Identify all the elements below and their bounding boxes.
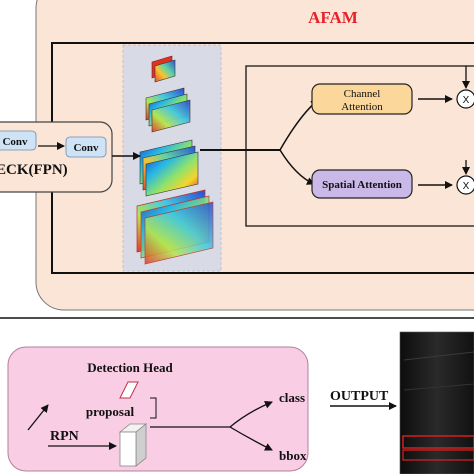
rpn-block [120,424,146,466]
detection-head-title: Detection Head [87,360,173,375]
proposal-label: proposal [86,404,135,419]
spatial-attention-label: Spatial Attention [322,179,402,191]
rpn-label: RPN [50,429,79,444]
class-label: class [279,390,305,405]
channel-multiply-symbol: X [463,95,470,106]
channel-attention-line1: Channel [344,88,381,100]
output-label: OUTPUT [330,389,389,404]
conv-left-label: Conv [2,136,28,148]
neck-label: ECK(FPN) [0,162,68,178]
bbox-label: bbox [279,448,307,463]
channel-attention-line2: Attention [341,101,383,113]
afam-title: AFAM [308,8,358,27]
conv-right-label: Conv [73,142,99,154]
spatial-multiply-symbol: X [463,181,470,192]
output-image [400,332,474,474]
